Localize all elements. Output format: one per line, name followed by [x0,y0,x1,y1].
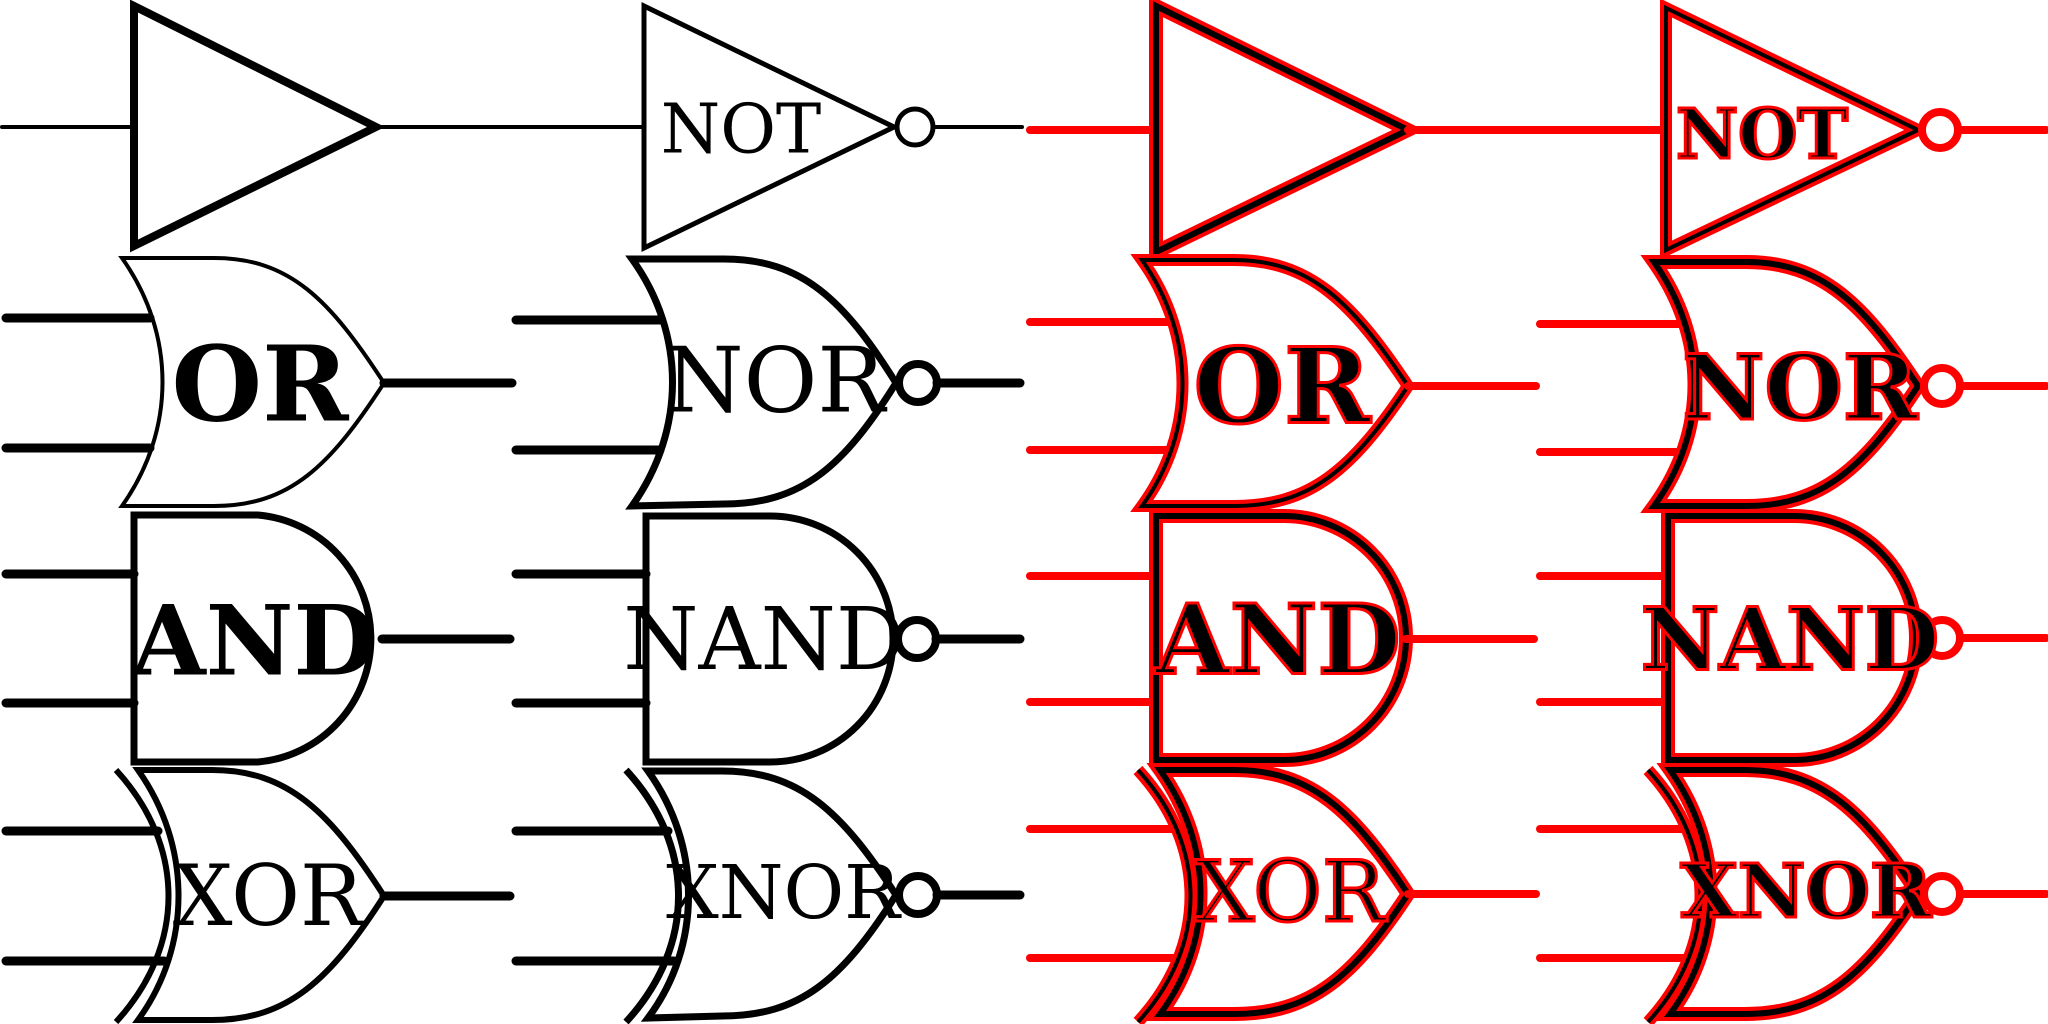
xor-body [132,767,388,1023]
nand-gate-2: NAND [1536,509,2048,767]
xnor-body [640,767,901,1022]
xnor-label: XNOR [1680,849,1932,935]
not-triangle [641,2,900,252]
and-gate-2: AND [1026,509,1538,767]
xnor-label: XNOR [666,850,902,936]
not-inversion-bubble [1918,108,1962,152]
and-body [130,511,375,766]
or-body [118,256,387,508]
nor-gate-2: NOR [1536,255,2048,513]
xnor-gate-1: XNOR [511,767,1025,1024]
not-inversion-bubble [894,106,936,148]
xor-body-core [1154,767,1412,1017]
nor-body [625,255,901,510]
and-label: AND [1154,584,1400,697]
xnor-back-curve [623,767,682,1024]
nor-inversion-bubble [1920,364,1964,408]
xnor-gate-2: XNOR [1536,763,2048,1024]
buffer-triangle [130,0,386,253]
or-body-core [1138,258,1411,508]
and-label: AND [130,585,376,698]
column-3-red: OR AND XOR [1026,0,1672,1024]
not-label: NOT [1676,95,1848,175]
or-gate-1: OR [1,256,517,508]
nand-body [642,512,897,766]
not-gate-2: NOT [1534,0,2048,260]
not-gate-1: NOT [641,2,1024,252]
nor-inversion-bubble [895,360,941,406]
or-label: OR [1193,325,1372,448]
nor-gate-1: NOR [511,255,1025,510]
and-gate-1: AND [1,511,515,766]
nand-label: NAND [1641,590,1940,691]
buffer-gate-1 [0,0,646,253]
xor-label: XOR [1195,843,1388,941]
nand-label: NAND [623,590,905,690]
buffer-triangle-core [1153,1,1415,257]
column-2-black: NOT NOR NAND XNOR [511,2,1025,1024]
not-label: NOT [661,91,822,170]
xor-gate-2: XOR [1026,763,1540,1024]
xnor-body-core [1664,767,1922,1017]
xnor-back-curve-core [1646,768,1703,1024]
column-4-red: NOT NOR NAND [1534,0,2048,1024]
column-1-black: OR AND XOR [0,0,646,1024]
nor-label: NOR [1682,335,1919,441]
xor-back-curve-core [1136,768,1193,1024]
nand-body-core [1665,513,1919,763]
xnor-inversion-bubble [895,872,941,918]
xor-gate-1: XOR [1,767,515,1024]
nor-body-core [1648,259,1922,509]
nand-gate-1: NAND [511,512,1025,766]
xor-back-curve [113,767,172,1024]
nor-label: NOR [665,329,888,434]
buffer-triangle [1149,0,1424,264]
xor-label: XOR [173,847,366,945]
or-gate-2: OR [1026,254,1540,512]
not-triangle-core [1664,4,1923,254]
or-label: OR [171,323,350,446]
